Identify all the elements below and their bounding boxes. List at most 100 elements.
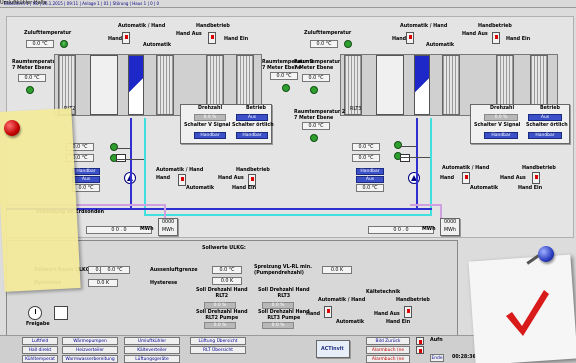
unit2-fan-tag: RLT3: [350, 107, 362, 112]
unit2-raum1-label: Raumtemperatur 2 7 Meter Ebene: [294, 60, 345, 71]
unit1-pump-auto-hand-label: Automatik / Hand: [156, 168, 204, 173]
unit1-zuluft-sensor-icon[interactable]: T: [60, 40, 68, 48]
kaelte-hand-label: Hand: [306, 312, 321, 317]
nav-kuehltemperatur[interactable]: Kühltemperat: [22, 355, 58, 363]
unit2-raum2-sensor-icon[interactable]: [310, 134, 318, 142]
hysterese-value[interactable]: 0.0 K: [88, 279, 118, 287]
unit1-pump-auto-hand-switch-icon[interactable]: [178, 174, 186, 186]
nav-hall-direkt[interactable]: Hall direkt: [22, 346, 58, 354]
nav-luftfeld[interactable]: Luftfeld: [22, 337, 58, 345]
unit1-handbar1-button[interactable]: Handbar: [194, 132, 226, 139]
nav-rlt-uebersicht[interactable]: RLT Übersicht: [190, 346, 246, 354]
unit2-pump-hand-ein-label: Hand Ein: [518, 186, 543, 191]
unit2-handbetrieb-label: Handbetrieb: [478, 24, 512, 29]
unit2-filter-a: [344, 55, 362, 115]
unit2-handbetrieb-switch-icon[interactable]: [492, 32, 500, 44]
energy-meter-1-icon[interactable]: [158, 218, 178, 236]
unit1-pump-handbetrieb-label: Handbetrieb: [236, 168, 270, 173]
pushpin-red-icon: [4, 120, 20, 136]
unit1-sensor-line-a: [116, 148, 130, 149]
unit2-pump-icon[interactable]: [408, 172, 420, 184]
unit1-raum2-sensor-icon[interactable]: [282, 84, 290, 92]
unit1-betrieb-value: Aus: [236, 114, 268, 121]
unit1-sensor-line-b: [116, 159, 144, 160]
unit1-temp-a-sensor-icon[interactable]: [110, 143, 118, 151]
unit2-pump-auto-hand-switch-icon[interactable]: [462, 172, 470, 184]
unit2-zuluft-sensor-icon[interactable]: [344, 40, 352, 48]
soll-rlt3-value[interactable]: 0.0 %: [262, 302, 294, 309]
nav-alarmbuch-1[interactable]: Alarmbuch (ne: [366, 346, 410, 354]
unit1-handbar2-button[interactable]: Handbar: [236, 132, 268, 139]
nav-ende-button[interactable]: Ende: [430, 354, 444, 362]
unit1-pump-value: 0.0 °C: [72, 184, 100, 192]
unit2-raum2-value: 0.0 °C: [302, 122, 330, 130]
unit1-raum1-sensor-icon[interactable]: [26, 86, 34, 94]
unit2-temp-a-sensor-icon[interactable]: [394, 141, 402, 149]
soll-rlt2-value[interactable]: 0.0 %: [204, 302, 236, 309]
nav-alarmbuch-2[interactable]: Alarmbuch (ne: [366, 355, 410, 363]
hysterese2-value[interactable]: 0.0 K: [212, 277, 242, 285]
nav-bild-zurueck[interactable]: Bild Zurück: [366, 337, 410, 345]
unit1-drehzahl-label: Drehzahl: [198, 106, 223, 111]
unit2-fan-icon[interactable]: [376, 55, 404, 115]
soll-rlt3-pumpe-value[interactable]: 0.0 %: [262, 322, 294, 329]
soll-rlt2-pumpe-label: Soll Drehzahl Hand RLT2 Pumpe: [196, 310, 248, 321]
unit2-schalter-o-label: Schalter örtlich: [526, 123, 568, 128]
unit1-auto-hand-label: Automatik / Hand: [118, 24, 166, 29]
unit2-pump-auto-hand-label: Automatik / Hand: [442, 166, 490, 171]
unit1-handbetrieb-switch-icon[interactable]: [208, 32, 216, 44]
unit2-supply-pipe: [416, 118, 418, 210]
unit1-filter-b: [156, 55, 174, 115]
unit2-auto-hand-switch-icon[interactable]: [406, 32, 414, 44]
geo-pipe-b: [164, 204, 166, 218]
nav-warmwasserbereitung[interactable]: Warmwasserbereitung: [62, 355, 118, 363]
unit1-raum2-value: 0.0 °C: [270, 72, 298, 80]
trend-chart-icon[interactable]: [54, 306, 68, 320]
unit1-fan-icon[interactable]: [90, 55, 118, 115]
unit2-drehzahl-value: 0.0 %: [484, 114, 518, 121]
unit2-pump-handbar-button[interactable]: Handbar: [356, 168, 384, 175]
unit1-drehzahl-value: 0.0 %: [194, 114, 226, 121]
clock-icon[interactable]: [28, 306, 42, 320]
unit1-pump-handbar-button[interactable]: Handbar: [72, 168, 100, 175]
unit1-pump-hand-ein-label: Hand Ein: [232, 186, 257, 191]
unit2-raum1-sensor-icon[interactable]: [310, 86, 318, 94]
kaelte-hand-aus-label: Hand Aus: [374, 312, 400, 317]
unit2-valve-icon[interactable]: [400, 154, 410, 162]
unit2-handbar1-button[interactable]: Handbar: [484, 132, 518, 139]
unit2-hand-label: Hand: [392, 37, 407, 42]
kaelte-auto-hand-switch-icon[interactable]: [324, 306, 332, 318]
unit2-handbar2-button[interactable]: Handbar: [528, 132, 562, 139]
header-supply-pipe: [6, 208, 432, 210]
nav-time: 00:28:36: [452, 355, 476, 360]
unit2-raum2-label: Raumtemperatur 2 7 Meter Ebene: [294, 110, 346, 121]
energy-meter-1-unit: MWh: [140, 227, 154, 232]
unit1-zuluft-value: 0.0 °C: [26, 40, 54, 48]
nav-umluftkuehler[interactable]: Umluftkühler: [124, 337, 180, 345]
nav-heizverteiler[interactable]: Heizverteiler: [62, 346, 118, 354]
unit2-pump-aus-value: Aus: [356, 176, 384, 183]
unit1-auto-hand-switch-icon[interactable]: [122, 32, 130, 44]
page-title: Umluftkühler Halle: [0, 0, 47, 6]
unit1-valve-icon[interactable]: [116, 154, 126, 162]
nav-lueftung-uebersicht[interactable]: Lüftung Übersicht: [190, 337, 246, 345]
energy-meter-1-sub: MWh: [162, 228, 174, 233]
soll-rlt3-pumpe-label: Soll Drehzahl Hand RLT3 Pumpe: [258, 310, 310, 321]
energy-meter-2-icon[interactable]: [440, 218, 460, 236]
soll-rlt2-pumpe-value[interactable]: 0.0 %: [204, 322, 236, 329]
unit2-pump-handbetrieb-switch-icon[interactable]: [532, 172, 540, 184]
unit2-pump-hand-label: Hand: [440, 176, 455, 181]
spreizung-value[interactable]: 0.0 K: [322, 266, 352, 274]
nav-status-light-2-icon: [416, 346, 424, 354]
aussenluftgrenze-value[interactable]: 0.0 °C: [212, 266, 242, 274]
unit1-pump-handbetrieb-switch-icon[interactable]: [248, 174, 256, 186]
unit2-sensor-line-a: [400, 146, 416, 147]
kaelte-automatik-label: Automatik: [336, 320, 365, 325]
nav-lueftungsgeraete[interactable]: Lüftungsgeräte: [124, 355, 180, 363]
nav-kaelteverteiler[interactable]: Kälteverteiler: [124, 346, 180, 354]
nav-waermepumpen[interactable]: Wärmepumpen: [62, 337, 118, 345]
unit2-automatik-label: Automatik: [426, 43, 455, 48]
geo-pipe-d: [410, 204, 442, 206]
energy-meter-2-sub: MWh: [444, 228, 456, 233]
kaelte-handbetrieb-switch-icon[interactable]: [404, 306, 412, 318]
